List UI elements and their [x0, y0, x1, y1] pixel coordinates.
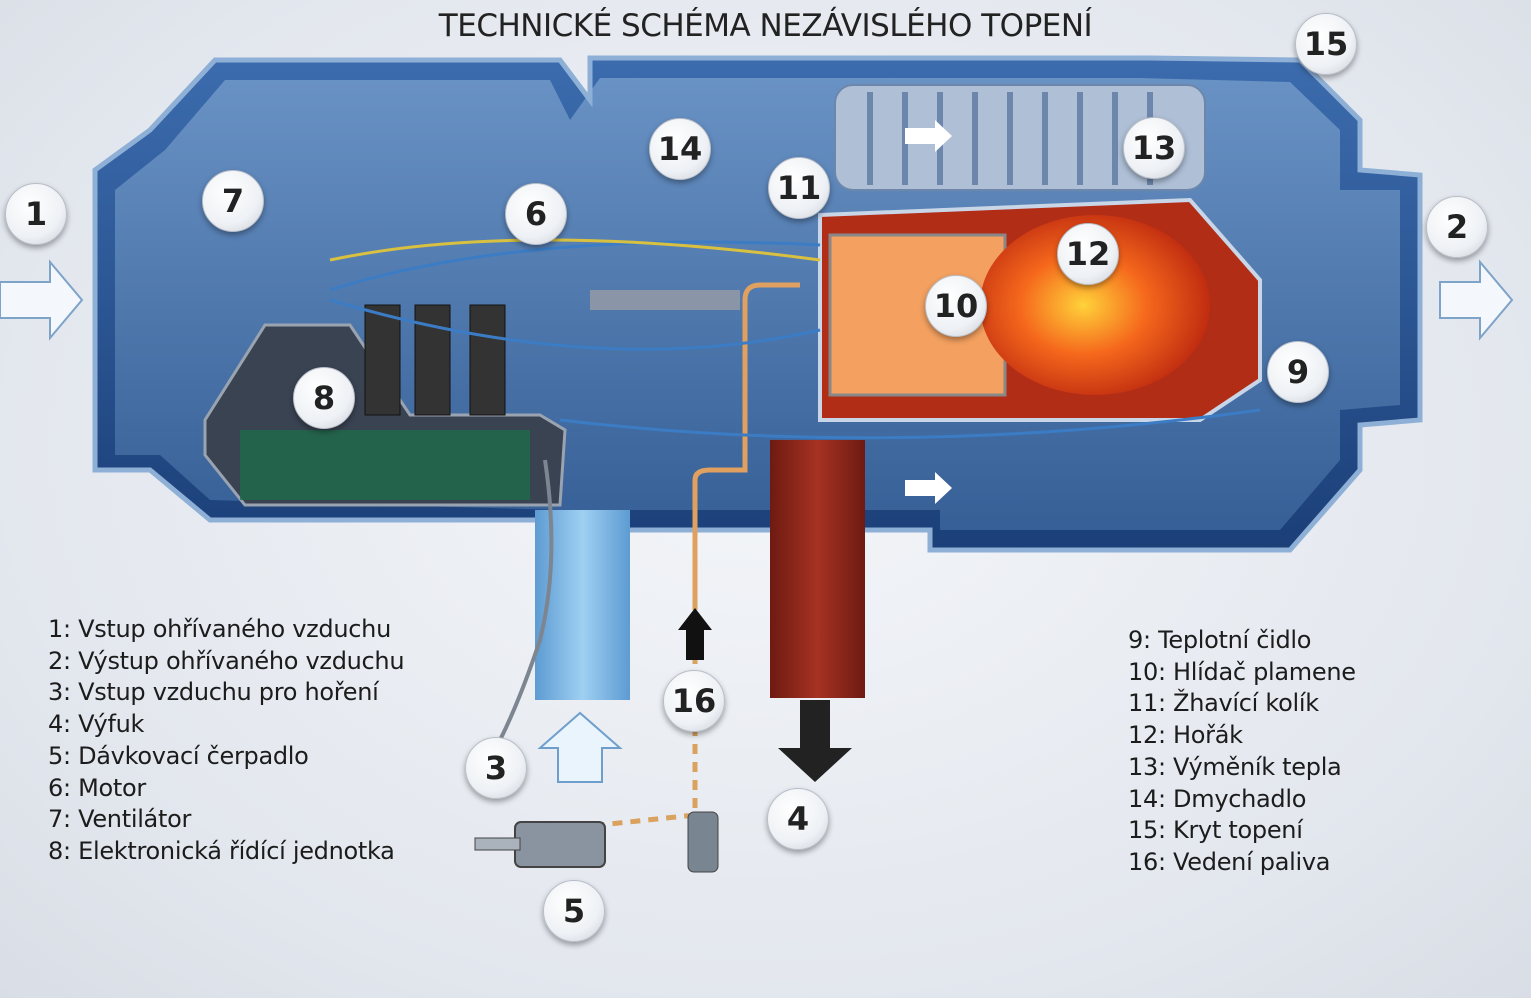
- callout-6: 6: [505, 183, 567, 245]
- motor-shaft: [590, 290, 740, 310]
- callout-2: 2: [1426, 196, 1488, 258]
- callout-5: 5: [543, 880, 605, 942]
- legend-item: 4: Výfuk: [48, 710, 145, 739]
- legend-left: 1: Vstup ohřívaného vzduchu 2: Výstup oh…: [48, 614, 405, 868]
- legend-item: 13: Výměník tepla: [1128, 752, 1342, 781]
- callout-10: 10: [925, 275, 987, 337]
- callout-14: 14: [649, 118, 711, 180]
- callout-13: 13: [1123, 117, 1185, 179]
- legend-item: 2: Výstup ohřívaného vzduchu: [48, 646, 405, 675]
- callout-7: 7: [202, 170, 264, 232]
- fuel-line: [692, 282, 800, 600]
- air-outlet-arrow: [1439, 259, 1514, 341]
- fuel-direction-arrow: [678, 608, 712, 660]
- exhaust-arrow: [778, 700, 852, 782]
- legend-item: 8: Elektronická řídící jednotka: [48, 836, 395, 865]
- callout-1: 1: [5, 183, 67, 245]
- legend-item: 5: Dávkovací čerpadlo: [48, 741, 309, 770]
- callout-3: 3: [465, 737, 527, 799]
- legend-item: 1: Vstup ohřívaného vzduchu: [48, 615, 391, 643]
- legend-item: 14: Dmychadlo: [1128, 784, 1307, 813]
- callout-9: 9: [1267, 341, 1329, 403]
- legend-item: 15: Kryt topení: [1128, 816, 1303, 845]
- legend-item: 10: Hlídač plamene: [1128, 657, 1356, 686]
- legend-item: 9: Teplotní čidlo: [1128, 626, 1312, 654]
- dosing-pump: [474, 811, 719, 873]
- legend-item: 16: Vedení paliva: [1128, 847, 1331, 876]
- air-inlet-arrow: [0, 259, 84, 341]
- airflow-arrows: [905, 120, 952, 504]
- combustion-air-intake-pipe: [535, 510, 630, 700]
- legend-item: 11: Žhavící kolík: [1128, 689, 1319, 718]
- combustion-air-arrow: [537, 711, 623, 783]
- legend-item: 12: Hořák: [1128, 721, 1243, 750]
- callout-15: 15: [1295, 13, 1357, 75]
- callout-11: 11: [768, 157, 830, 219]
- wiring: [329, 240, 1261, 440]
- callout-16: 16: [663, 670, 725, 732]
- callout-4: 4: [767, 788, 829, 850]
- callout-12: 12: [1057, 223, 1119, 285]
- legend-item: 6: Motor: [48, 773, 146, 802]
- legend-item: 3: Vstup vzduchu pro hoření: [48, 678, 379, 707]
- burner-flame: [980, 215, 1210, 395]
- diagram-title: TECHNICKÉ SCHÉMA NEZÁVISLÉHO TOPENÍ: [438, 8, 1093, 44]
- legend-right: 9: Teplotní čidlo 10: Hlídač plamene 11:…: [1128, 625, 1356, 879]
- exhaust-pipe: [770, 440, 865, 698]
- callout-8: 8: [293, 367, 355, 429]
- legend-item: 7: Ventilátor: [48, 805, 192, 834]
- sensor-cable: [498, 459, 554, 741]
